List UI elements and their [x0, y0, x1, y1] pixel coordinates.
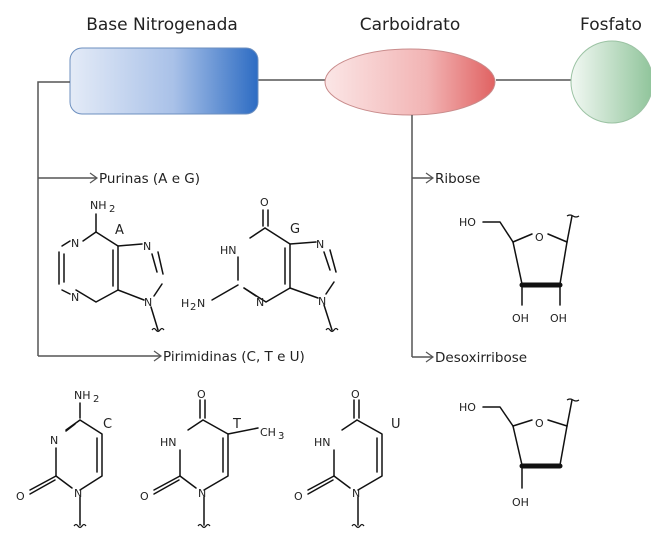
- atom-n: N: [143, 240, 151, 253]
- amine-n-label: N: [197, 297, 205, 310]
- thymine-structure: O T CH 3 HN N O: [140, 388, 284, 529]
- methyl-subscript: 3: [278, 431, 284, 442]
- purines-arrow-icon: [89, 172, 99, 184]
- amine-h-label: H: [181, 297, 189, 310]
- phosphate-circle: [570, 40, 651, 124]
- atom-o: O: [260, 196, 269, 209]
- phosphate-header: Fosfato: [580, 15, 642, 35]
- uracil-letter: U: [391, 417, 401, 432]
- adenine-structure: NH 2 A N N N N: [58, 199, 165, 333]
- atom-o: O: [16, 490, 25, 503]
- base-box: [69, 47, 259, 115]
- atom-ho: HO: [459, 401, 476, 414]
- atom-n: N: [352, 487, 360, 500]
- amino-subscript: 2: [93, 394, 99, 405]
- base-header: Base Nitrogenada: [86, 15, 238, 35]
- atom-oh: OH: [512, 496, 529, 509]
- atom-n: N: [74, 487, 82, 500]
- atom-n: N: [316, 238, 324, 251]
- atom-n: N: [50, 434, 58, 447]
- amine-subscript: 2: [190, 302, 196, 313]
- atom-o: O: [294, 490, 303, 503]
- atom-n: N: [144, 296, 152, 309]
- atom-hn: HN: [160, 436, 177, 449]
- deoxyribose-label: Desoxirribose: [435, 350, 527, 366]
- purines-label: Purinas (A e G): [99, 171, 200, 187]
- atom-oh: OH: [512, 312, 529, 325]
- methyl-group-label: CH: [260, 426, 276, 439]
- base-branch-line: [37, 81, 70, 356]
- atom-o: O: [535, 417, 544, 430]
- guanine-structure: O G HN N N N H 2 N: [181, 196, 339, 333]
- atom-n: N: [318, 295, 326, 308]
- atom-o: O: [197, 388, 206, 401]
- amino-subscript: 2: [109, 204, 115, 215]
- cytosine-letter: C: [103, 417, 112, 432]
- deoxyribose-arrow-icon: [425, 351, 435, 363]
- atom-ho: HO: [459, 216, 476, 229]
- amino-group-label: NH: [74, 389, 91, 402]
- atom-n: N: [71, 237, 79, 250]
- amino-group-label: NH: [90, 199, 107, 212]
- adenine-letter: A: [115, 223, 124, 238]
- sugar-header: Carboidrato: [360, 15, 460, 35]
- atom-n: N: [71, 291, 79, 304]
- ribose-structure: HO O OH OH: [459, 214, 580, 325]
- atom-oh: OH: [550, 312, 567, 325]
- atom-n: N: [198, 487, 206, 500]
- deoxyribose-structure: HO O OH: [459, 398, 580, 509]
- uracil-structure: O U HN N O: [294, 388, 401, 529]
- atom-n: N: [256, 296, 264, 309]
- atom-o: O: [535, 231, 544, 244]
- pyrimidines-arrow-icon: [153, 350, 163, 362]
- atom-o: O: [140, 490, 149, 503]
- thymine-letter: T: [232, 417, 241, 432]
- cytosine-structure: NH 2 C N N O: [16, 389, 112, 529]
- atom-hn: HN: [220, 244, 237, 257]
- ribose-label: Ribose: [435, 171, 480, 187]
- ribose-arrow-icon: [425, 172, 435, 184]
- atom-hn: HN: [314, 436, 331, 449]
- guanine-letter: G: [290, 222, 300, 237]
- atom-o: O: [351, 388, 360, 401]
- sugar-ellipse: [324, 48, 496, 116]
- pyrimidines-label: Pirimidinas (C, T e U): [163, 349, 305, 365]
